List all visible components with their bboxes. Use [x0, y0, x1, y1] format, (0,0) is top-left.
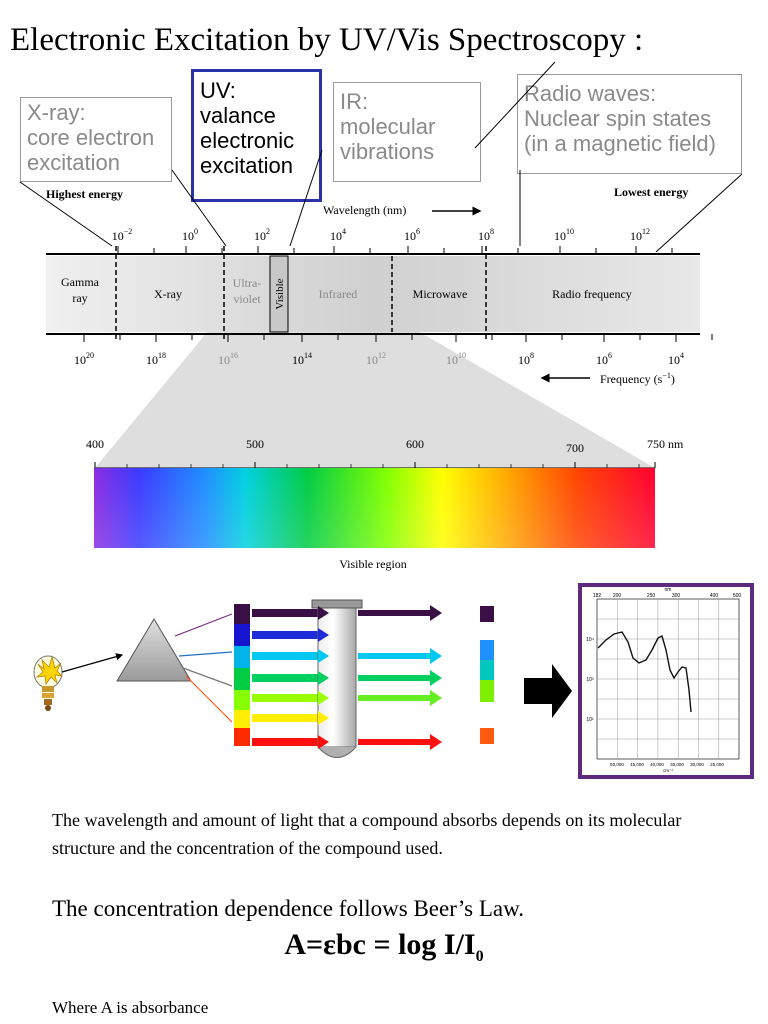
- visible-tick-label: 600: [406, 437, 424, 451]
- uv-callout-line: excitation: [200, 153, 293, 178]
- formula-subscript: 0: [475, 948, 484, 965]
- wavelength-ticks: 10−2 100 102 104 106 108 1010 1012: [112, 227, 650, 243]
- frequency-ticks: 1020 1018 1016 1014 1012 1010 108 106 104: [74, 351, 684, 367]
- wavelength-tick-label: 108: [478, 227, 494, 243]
- graph-bottom-tick: 30,000: [690, 762, 704, 767]
- wavelength-tick-label: 106: [404, 227, 420, 243]
- formula-main: A=εbc = log I/I: [284, 928, 476, 961]
- visible-tick-label: 500: [246, 437, 264, 451]
- wavelength-tick-label: 10−2: [112, 227, 133, 243]
- graph-top-tick: 182: [593, 593, 602, 599]
- ir-callout-line: vibrations: [340, 139, 435, 164]
- callout-leader-lines: [19, 61, 743, 253]
- visible-tick-label: 400: [86, 437, 104, 451]
- result-arrow-icon: [524, 664, 572, 718]
- wavelength-tick-label: 102: [254, 227, 270, 243]
- xray-callout: X-ray: core electron excitation: [20, 97, 172, 182]
- wavelength-tick-label: 1010: [554, 227, 574, 243]
- visible-tick-label: 750 nm: [647, 437, 684, 451]
- beam-arrowheads: [318, 606, 329, 749]
- radio-callout-line: Nuclear spin states: [524, 106, 712, 131]
- frequency-tick-label: 104: [668, 351, 684, 367]
- graph-y-tick: 10⁴: [586, 637, 594, 643]
- frequency-tick-label: 108: [518, 351, 534, 367]
- detected-strip: [480, 606, 494, 744]
- prism-icon: [116, 618, 192, 682]
- graph-bottom-tick: 45,000: [630, 762, 644, 767]
- region-infrared: Infrared: [319, 287, 358, 301]
- incident-beams: [252, 609, 318, 746]
- xray-callout-line: core electron: [27, 125, 155, 150]
- visible-spectrum-sheen: [94, 468, 655, 548]
- lightbulb-icon: [33, 655, 64, 711]
- split-beam-strip: [234, 604, 250, 746]
- radio-callout-line: Radio waves:: [524, 81, 657, 106]
- region-visible: Visible: [274, 278, 286, 309]
- graph-bottom-tick: 35,000: [670, 762, 684, 767]
- ir-callout: IR: molecular vibrations: [333, 82, 481, 182]
- absorbance-definition: Where A is absorbance: [52, 998, 209, 1017]
- xray-callout-line: X-ray:: [27, 100, 86, 125]
- wavelength-tick-label: 100: [182, 227, 198, 243]
- frequency-axis-label: Frequency (s−1): [600, 371, 675, 386]
- wavelength-tick-label: 104: [330, 227, 346, 243]
- source-beam-arrow: [61, 653, 124, 673]
- lowest-energy-label: Lowest energy: [614, 185, 688, 199]
- region-uv-line2: violet: [233, 292, 261, 306]
- graph-bottom-tick: 25,000: [710, 762, 724, 767]
- graph-y-tick: 10³: [586, 677, 594, 683]
- uv-spectrum-graph: 182 200 250 300 400 500 nm 50,000 45,000 40,000 3…: [578, 583, 754, 779]
- wavelength-axis-label: Wavelength (nm): [323, 203, 406, 217]
- ir-callout-line: IR:: [340, 89, 369, 114]
- frequency-tick-label: 1014: [292, 351, 312, 367]
- beer-law-sentence: The concentration dependence follows Bee…: [52, 896, 524, 921]
- graph-bottom-unit: cm⁻¹: [663, 768, 673, 773]
- graph-top-tick: 200: [613, 593, 622, 599]
- radio-callout: Radio waves: Nuclear spin states (in a m…: [517, 74, 742, 174]
- radio-callout-line: (in a magnetic field): [524, 131, 716, 156]
- uv-callout-line: electronic: [200, 128, 295, 153]
- graph-top-tick: 500: [733, 593, 742, 599]
- graph-top-tick: 300: [672, 593, 681, 599]
- uv-callout-line: valance: [200, 103, 276, 128]
- graph-bottom-tick: 40,000: [650, 762, 664, 767]
- absorbance-curve: [597, 631, 692, 713]
- frequency-tick-label: 1010: [446, 351, 466, 367]
- frequency-tick-label: 1018: [146, 351, 166, 367]
- frequency-tick-label: 1016: [218, 351, 238, 367]
- graph-top-unit: nm: [665, 587, 672, 593]
- frequency-tick-label: 1012: [366, 351, 386, 367]
- graph-bottom-tick: 50,000: [610, 762, 624, 767]
- em-spectrum-band: [46, 256, 700, 332]
- highest-energy-label: Highest energy: [46, 187, 123, 201]
- graph-top-tick: 400: [710, 593, 719, 599]
- description-paragraph: The wavelength and amount of light that …: [52, 810, 682, 858]
- transmitted-beams: [358, 605, 442, 750]
- region-dividers: [115, 246, 487, 342]
- xray-callout-line: excitation: [27, 150, 120, 175]
- spectroscopy-diagram: Highest energy Lowest energy Wavelength …: [19, 61, 754, 779]
- frequency-tick-label: 1020: [74, 351, 94, 367]
- region-uv-line1: Ultra-: [233, 276, 262, 290]
- dispersed-rays: [174, 613, 233, 723]
- axis-minor-ticks: [83, 246, 713, 342]
- visible-slice: [269, 255, 289, 333]
- visible-ticks: 400 500 600 700 750 nm: [86, 437, 684, 468]
- beer-law-formula: A=εbc = log I/I0: [0, 928, 768, 966]
- wavelength-tick-label: 1012: [630, 227, 650, 243]
- region-microwave: Microwave: [413, 287, 468, 301]
- graph-top-tick: 250: [647, 593, 656, 599]
- region-radio: Radio frequency: [552, 287, 632, 301]
- ir-callout-line: molecular: [340, 114, 436, 139]
- visible-region-label: Visible region: [339, 557, 407, 571]
- region-gamma-line1: Gamma: [61, 275, 100, 289]
- visible-tick-label: 700: [566, 441, 584, 455]
- page-title: Electronic Excitation by UV/Vis Spectros…: [10, 22, 644, 58]
- region-gamma-line2: ray: [72, 291, 87, 305]
- uv-callout: UV: valance electronic excitation: [191, 69, 322, 202]
- region-xray: X-ray: [154, 287, 182, 301]
- graph-y-tick: 10²: [586, 717, 594, 723]
- frequency-tick-label: 106: [596, 351, 612, 367]
- uv-callout-line: UV:: [200, 78, 236, 103]
